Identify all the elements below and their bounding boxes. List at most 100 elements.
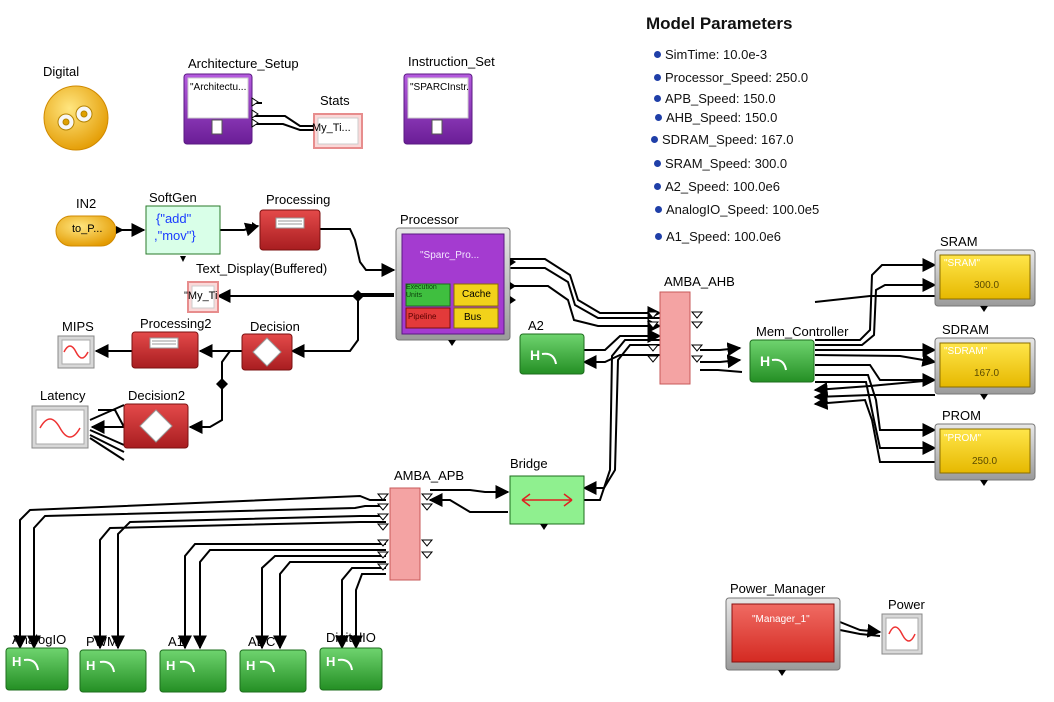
cache-cell[interactable] (453, 283, 499, 307)
digital-block[interactable] (43, 85, 109, 151)
processor-block[interactable] (395, 227, 516, 346)
instruction-set-label: Instruction_Set (408, 54, 495, 69)
param-ahb-speed: AHB_Speed: 150.0 (655, 110, 777, 125)
prom-label: PROM (942, 408, 981, 423)
power-manager-text: "Manager_1" (752, 614, 810, 625)
architecture-setup-text: "Architectu... (190, 82, 247, 93)
sine-wave-icon (63, 345, 89, 359)
prom-value: 250.0 (972, 456, 998, 467)
param-sdram-speed: SDRAM_Speed: 167.0 (651, 132, 794, 147)
softgen-label: SoftGen (149, 190, 197, 205)
gears-icon (57, 105, 93, 131)
amba-apb-block[interactable] (376, 487, 434, 581)
decision-block[interactable] (241, 333, 293, 371)
prom-block[interactable] (934, 423, 1036, 486)
power-manager-label: Power_Manager (730, 581, 826, 596)
pipeline-cell[interactable] (405, 307, 451, 329)
digitalio-label: DigitalIO (326, 630, 376, 645)
mips-block[interactable] (57, 335, 95, 369)
h-icon: H (166, 658, 175, 673)
param-simtime: SimTime: 10.0e-3 (654, 47, 767, 62)
decision-label: Decision (250, 319, 300, 334)
digital-label: Digital (43, 64, 80, 79)
text-display-text: "My_Ti (184, 290, 218, 302)
queue-icon (149, 337, 179, 349)
latency-block[interactable] (31, 405, 89, 449)
mem-controller-block[interactable]: H (749, 339, 815, 383)
text-display-label: Text_Display(Buffered) (196, 261, 328, 276)
junction-processor-output (352, 290, 364, 302)
param-apb-speed: APB_Speed: 150.0 (654, 91, 776, 106)
power-manager-block[interactable] (725, 597, 841, 676)
text-display-block[interactable] (187, 281, 219, 313)
architecture-setup-block[interactable] (183, 73, 259, 145)
latency-label: Latency (40, 388, 86, 403)
digitalio-block[interactable]: H (319, 647, 383, 691)
a2-label: A2 (528, 318, 544, 333)
processor-label: Processor (400, 212, 459, 227)
bridge-label: Bridge (510, 456, 548, 471)
sram-label: SRAM (940, 234, 978, 249)
pwm-block[interactable]: H (79, 649, 147, 693)
processing2-block[interactable] (131, 331, 199, 369)
architecture-setup-label: Architecture_Setup (188, 56, 299, 71)
curved-arrow-icon (23, 658, 39, 671)
sdram-value: 167.0 (974, 368, 1000, 379)
in2-label: IN2 (76, 196, 97, 211)
sdram-text: "SDRAM" (944, 346, 988, 357)
analogio-block[interactable]: H (5, 647, 69, 691)
decision2-label: Decision2 (128, 388, 186, 403)
cache-text: Cache (462, 289, 491, 300)
wire-junctions (216, 290, 364, 390)
a2-block[interactable]: H (519, 333, 585, 375)
adc-block[interactable]: H (239, 649, 307, 693)
sram-block[interactable] (934, 249, 1036, 312)
stats-block[interactable] (313, 113, 363, 149)
curved-arrow-icon (337, 658, 353, 671)
curved-arrow-icon (99, 660, 115, 673)
junction-decision-split (216, 378, 228, 390)
execution-units-cell[interactable] (405, 283, 451, 307)
softgen-block[interactable] (145, 205, 221, 262)
in2-text: to_P... (72, 223, 103, 235)
a1-block[interactable]: H (159, 649, 227, 693)
instruction-set-block[interactable] (403, 73, 473, 145)
pwm-label: PWM (86, 634, 118, 649)
stats-label: Stats (320, 93, 350, 108)
param-sram-speed: SRAM_Speed: 300.0 (654, 156, 787, 171)
document-icon (431, 119, 443, 135)
curved-arrow-icon (179, 660, 195, 673)
in2-block[interactable] (55, 215, 124, 247)
double-arrow-icon (521, 493, 573, 507)
curved-arrow-icon (541, 352, 557, 365)
diamond-icon (252, 337, 282, 367)
prom-text: "PROM" (944, 433, 982, 444)
param-processor-speed: Processor_Speed: 250.0 (654, 70, 808, 85)
power-label: Power (888, 597, 925, 612)
h-icon: H (530, 347, 540, 363)
softgen-line2: ,"mov"} (154, 228, 196, 243)
mem-controller-label: Mem_Controller (756, 324, 849, 339)
bridge-block[interactable] (509, 475, 585, 530)
decision2-block[interactable] (123, 403, 189, 449)
bus-cell[interactable] (453, 307, 499, 329)
analogio-label: AnalogIO (12, 632, 67, 647)
sine-wave-icon (888, 626, 916, 642)
adc-label: ADC (248, 634, 276, 649)
power-block[interactable] (881, 613, 923, 655)
amba-ahb-block[interactable] (646, 291, 704, 385)
curved-arrow-icon (259, 660, 275, 673)
stats-text: My_Ti... (312, 122, 351, 134)
processing2-label: Processing2 (140, 316, 212, 331)
curved-arrow-icon (771, 358, 787, 371)
document-icon (211, 119, 223, 135)
sdram-block[interactable] (934, 337, 1036, 400)
processing-label: Processing (266, 192, 331, 207)
a1-label: A1 (168, 634, 184, 649)
bus-text: Bus (464, 312, 482, 323)
processing-block[interactable] (252, 209, 321, 251)
param-a2-speed: A2_Speed: 100.0e6 (654, 179, 780, 194)
amba-apb-label: AMBA_APB (394, 468, 465, 483)
sram-value: 300.0 (974, 280, 1000, 291)
